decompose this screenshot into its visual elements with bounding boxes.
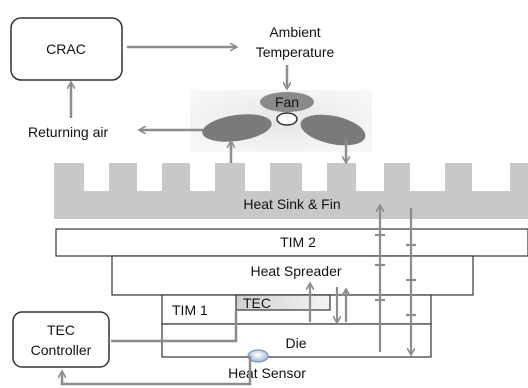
tim1-label: TIM 1 — [172, 302, 208, 318]
heat-sensor-label: Heat Sensor — [228, 365, 306, 381]
fin-gap — [472, 163, 510, 191]
fin-gap — [84, 163, 109, 191]
fan-label: Fan — [275, 94, 299, 110]
heat-sink — [54, 163, 528, 219]
tec-controller-line2: Controller — [31, 342, 92, 358]
heat-flow-dashes — [375, 233, 416, 317]
fan-blade-left — [202, 114, 272, 142]
fin-gap — [410, 163, 445, 191]
tec-label: TEC — [243, 295, 271, 311]
fin-gap — [302, 163, 327, 191]
heat-spreader-layer — [111, 255, 474, 296]
heat-sink-label: Heat Sink & Fin — [243, 196, 340, 212]
fan: Fan — [190, 90, 372, 152]
tim2-label: TIM 2 — [280, 234, 316, 250]
ambient-label-line2: Temperature — [256, 44, 335, 60]
crac-unit: CRAC — [10, 17, 123, 81]
fin-gap — [190, 163, 215, 191]
ambient-label-line1: Ambient — [269, 24, 320, 40]
sensor-to-controller-arrow — [62, 356, 252, 386]
tec-controller-box — [12, 311, 110, 368]
crac-box — [10, 17, 123, 81]
tec-element — [235, 294, 331, 311]
fan-blade-right — [300, 114, 366, 146]
crac-label: CRAC — [46, 41, 86, 57]
fan-blade-top — [260, 92, 314, 112]
fan-hub — [276, 112, 298, 126]
controller-to-tec-line — [111, 310, 238, 343]
tim2-layer — [55, 228, 528, 257]
die-label: Die — [285, 335, 306, 351]
tec-controller-line1: TEC — [47, 322, 75, 338]
fin-gap — [137, 163, 162, 191]
heat-sensor-icon — [247, 349, 269, 363]
fin-gap — [245, 163, 270, 191]
heat-sink-body — [54, 163, 528, 219]
tec-controller: TEC Controller — [12, 311, 110, 368]
returning-air-label: Returning air — [28, 124, 108, 140]
fin-gap — [356, 163, 384, 191]
heat-spreader-label: Heat Spreader — [250, 263, 341, 279]
